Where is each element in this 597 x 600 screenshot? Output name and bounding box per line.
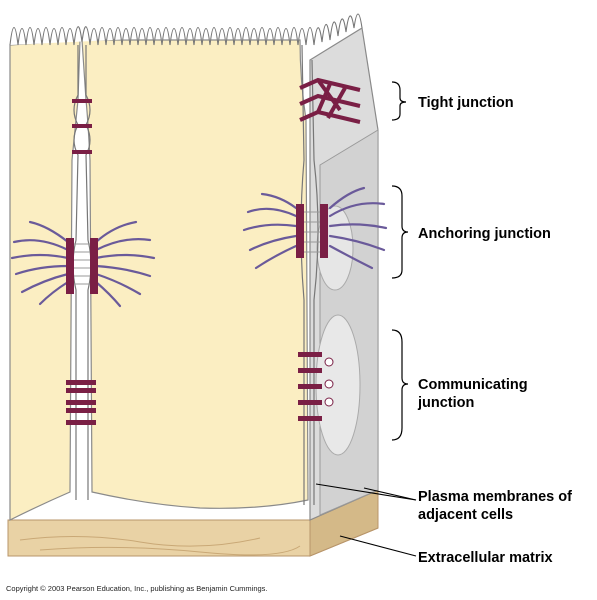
label-communicating-junction-line2: junction [418,395,475,411]
leader-lines [315,483,417,557]
middle-cell [81,39,309,509]
microvilli [9,13,363,46]
gap-junction-right [298,352,334,421]
anchoring-junction-left [10,220,156,308]
bracket-anchoring-junction [391,185,409,279]
label-anchoring-junction: Anchoring junction [418,226,551,242]
left-cell [9,39,81,521]
bracket-communicating-junction [391,329,409,441]
label-tight-junction: Tight junction [418,95,514,111]
label-plasma-membranes-line1: Plasma membranes of [418,489,572,505]
label-plasma-membranes-line2: adjacent cells [418,507,514,523]
label-extracellular-matrix: Extracellular matrix [418,550,553,566]
copyright-notice: Copyright © 2003 Pearson Education, Inc.… [6,584,268,593]
label-communicating-junction-line1: Communicating [418,377,528,393]
tight-junction-right [299,77,361,124]
bracket-tight-junction [391,81,407,121]
anchoring-junction-right [242,186,388,270]
gap-junction-left [66,380,96,425]
tight-junction-left [72,99,92,154]
